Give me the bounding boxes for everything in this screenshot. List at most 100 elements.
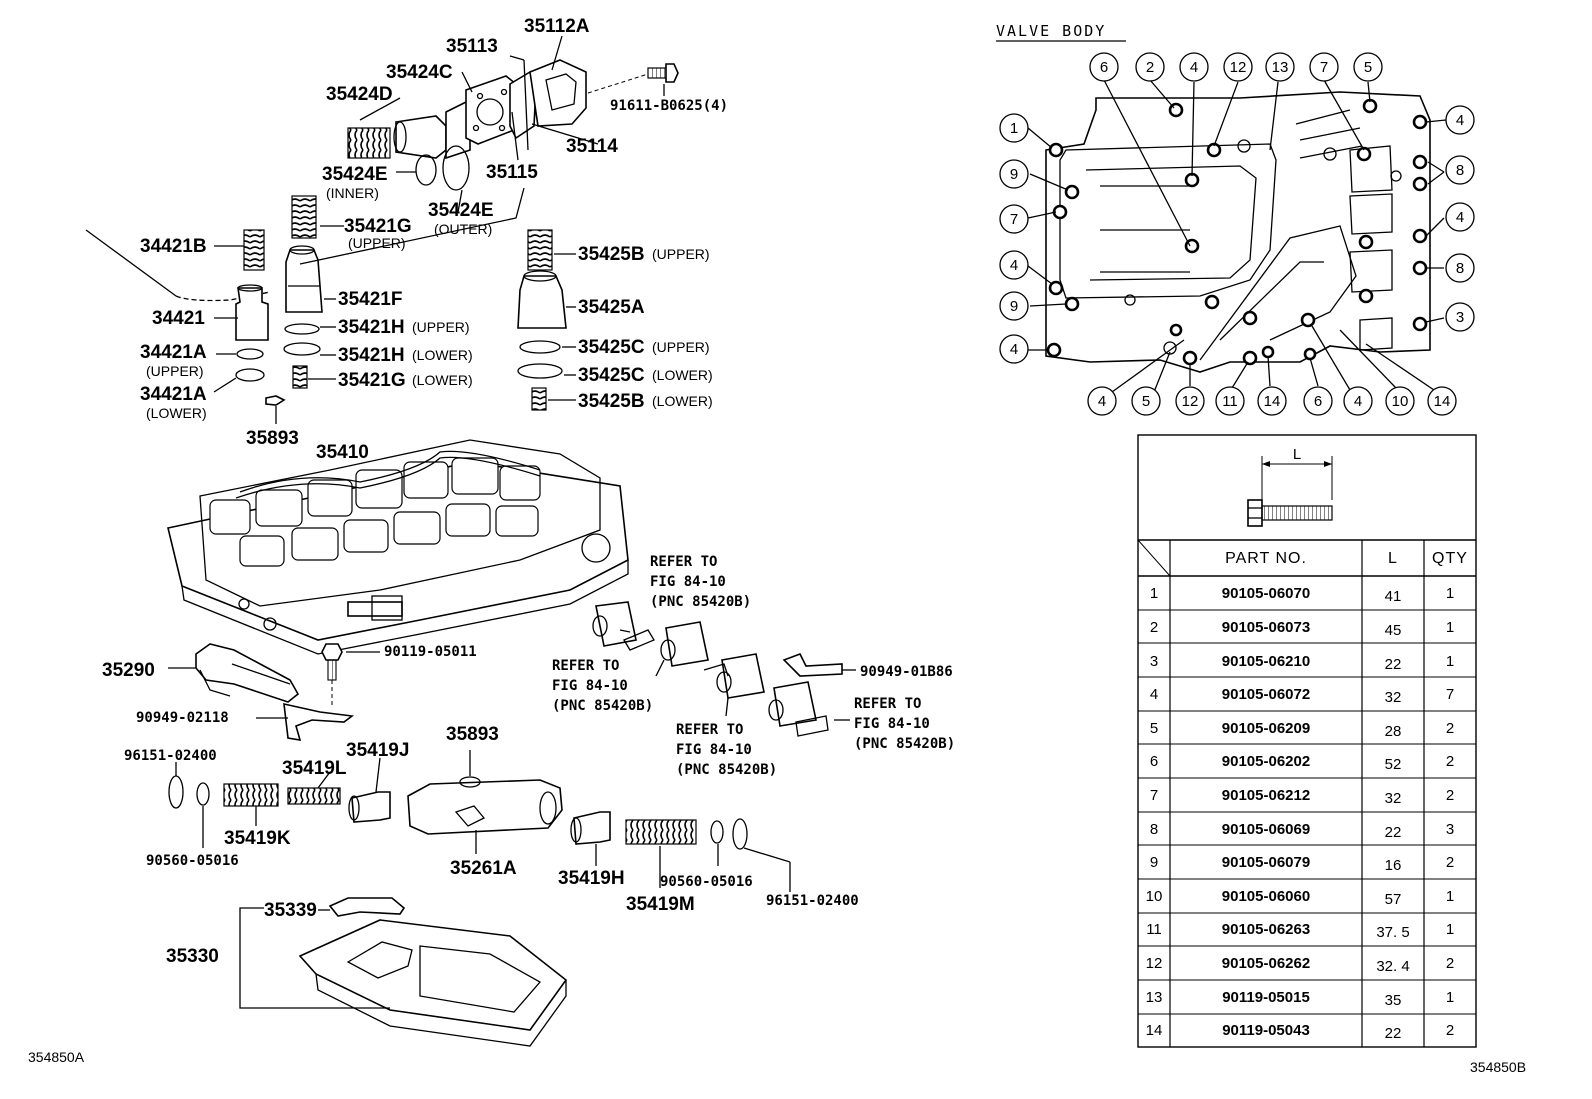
- svg-text:11: 11: [1146, 921, 1162, 938]
- svg-text:28: 28: [1385, 723, 1402, 740]
- label-90560-left: 90560-05016: [146, 853, 239, 869]
- label-34421B: 34421B: [140, 236, 207, 257]
- svg-text:12: 12: [1230, 59, 1247, 76]
- svg-text:14: 14: [1264, 393, 1281, 410]
- svg-text:REFER TO: REFER TO: [854, 696, 921, 712]
- svg-text:45: 45: [1385, 622, 1402, 639]
- o-ring-35421H-upper: [284, 323, 320, 335]
- cover-35112A: [529, 59, 587, 127]
- label-35421F: 35421F: [338, 289, 402, 310]
- callout-top-3: 4: [1179, 52, 1209, 82]
- o-ring-34421A-lower: [235, 368, 265, 382]
- svg-text:12: 12: [1146, 955, 1163, 972]
- svg-text:REFER TO: REFER TO: [676, 722, 743, 738]
- svg-text:13: 13: [1146, 989, 1163, 1006]
- svg-text:4: 4: [1456, 209, 1464, 226]
- accumulator-35425-group: [517, 229, 567, 411]
- label-35112A: 35112A: [524, 16, 590, 37]
- svg-text:6: 6: [1150, 753, 1158, 770]
- label-35424E-inner: 35424E: [322, 164, 388, 185]
- table-row: 6 90105-06202 52 2: [1150, 753, 1454, 773]
- table-header-part-no: PART NO.: [1225, 550, 1307, 567]
- callout-left-2: 9: [999, 159, 1029, 189]
- svg-text:(PNC 85420B): (PNC 85420B): [650, 594, 751, 610]
- label-35421G-upper: 35421G: [344, 216, 412, 237]
- svg-text:90105-06079: 90105-06079: [1222, 854, 1310, 871]
- label-35330: 35330: [166, 946, 219, 967]
- label-35425C-lower-sub: (LOWER): [652, 367, 713, 383]
- label-35893-a: 35893: [246, 428, 299, 449]
- callout-bottom-8: 10: [1385, 386, 1415, 416]
- callout-right-4: 8: [1445, 253, 1475, 283]
- label-35421H-upper: 35421H: [338, 317, 405, 338]
- svg-text:12: 12: [1182, 393, 1199, 410]
- svg-text:9: 9: [1010, 298, 1018, 315]
- svg-text:3: 3: [1446, 821, 1454, 838]
- svg-text:22: 22: [1385, 824, 1402, 841]
- spring-35419K: [223, 783, 279, 807]
- label-90949-02118: 90949-02118: [136, 710, 229, 726]
- gasket-35339: [328, 897, 406, 917]
- table-row: 5 90105-06209 28 2: [1150, 720, 1454, 740]
- spring-35425B-upper: [527, 229, 553, 271]
- callout-left-4: 4: [999, 250, 1029, 280]
- svg-text:90105-06060: 90105-06060: [1222, 888, 1310, 905]
- svg-text:(PNC 85420B): (PNC 85420B): [676, 762, 777, 778]
- label-35419K: 35419K: [224, 828, 291, 849]
- callout-bottom-9: 14: [1427, 386, 1457, 416]
- label-34421A-upper-sub: (UPPER): [146, 363, 204, 379]
- label-35424D: 35424D: [326, 84, 393, 105]
- label-35425B-lower-sub: (LOWER): [652, 393, 713, 409]
- o-ring-35424E-outer: [442, 145, 470, 191]
- callout-connectors: [1027, 79, 1447, 393]
- bolt-illustration: L: [1247, 446, 1333, 527]
- svg-text:1: 1: [1446, 653, 1454, 670]
- bracket-90949-02118: [283, 702, 355, 741]
- table-header-l: L: [1388, 550, 1398, 567]
- refer-note-3: REFER TO FIG 84-10 (PNC 85420B): [676, 722, 777, 778]
- spring-35424D: [347, 127, 391, 159]
- figure-code-right: 354850B: [1470, 1059, 1526, 1075]
- svg-text:37. 5: 37. 5: [1376, 924, 1409, 941]
- svg-text:8: 8: [1456, 260, 1464, 277]
- svg-text:32: 32: [1385, 689, 1402, 706]
- table-header-qty: QTY: [1432, 550, 1468, 567]
- svg-text:16: 16: [1385, 857, 1402, 874]
- label-35425A: 35425A: [578, 297, 645, 318]
- label-35424E-outer-sub: (OUTER): [434, 221, 492, 237]
- refer-note-2: REFER TO FIG 84-10 (PNC 85420B): [552, 658, 653, 714]
- svg-text:2: 2: [1446, 720, 1454, 737]
- svg-text:2: 2: [1446, 854, 1454, 871]
- svg-text:52: 52: [1385, 756, 1402, 773]
- lower-valve-group: [168, 775, 748, 850]
- callouts-bottom: 4 5 12 11 14 6 4 10 14: [1087, 386, 1457, 416]
- svg-text:32: 32: [1385, 790, 1402, 807]
- label-35424C: 35424C: [386, 62, 453, 83]
- svg-text:2: 2: [1150, 619, 1158, 636]
- svg-text:4: 4: [1456, 112, 1464, 129]
- svg-text:57: 57: [1385, 891, 1402, 908]
- plate-35113: [465, 75, 517, 145]
- label-35115: 35115: [486, 162, 538, 183]
- svg-text:14: 14: [1146, 1022, 1163, 1039]
- svg-text:(PNC 85420B): (PNC 85420B): [854, 736, 955, 752]
- callout-bottom-4: 11: [1215, 386, 1245, 416]
- solenoid-d: [768, 681, 829, 737]
- exploded-view: 35112A 35113 35424C 35424D 91611-B0625(4…: [28, 16, 955, 1065]
- callout-top-1: 6: [1089, 52, 1119, 82]
- callout-right-2: 8: [1445, 155, 1475, 185]
- svg-text:3: 3: [1456, 309, 1464, 326]
- callout-top-7: 5: [1353, 52, 1383, 82]
- svg-text:FIG 84-10: FIG 84-10: [854, 716, 930, 732]
- svg-text:13: 13: [1272, 59, 1289, 76]
- refer-notes: REFER TO FIG 84-10 (PNC 85420B) REFER TO…: [552, 554, 955, 778]
- oil-strainer-group: [298, 897, 568, 1047]
- svg-text:(PNC 85420B): (PNC 85420B): [552, 698, 653, 714]
- label-90949-01B86: 90949-01B86: [860, 664, 953, 680]
- clip-96151-left: [168, 775, 184, 809]
- label-35419J: 35419J: [346, 740, 409, 761]
- solenoid-a: [592, 601, 655, 651]
- label-35261A: 35261A: [450, 858, 517, 879]
- svg-text:2: 2: [1446, 1022, 1454, 1039]
- label-35425B-lower: 35425B: [578, 391, 645, 412]
